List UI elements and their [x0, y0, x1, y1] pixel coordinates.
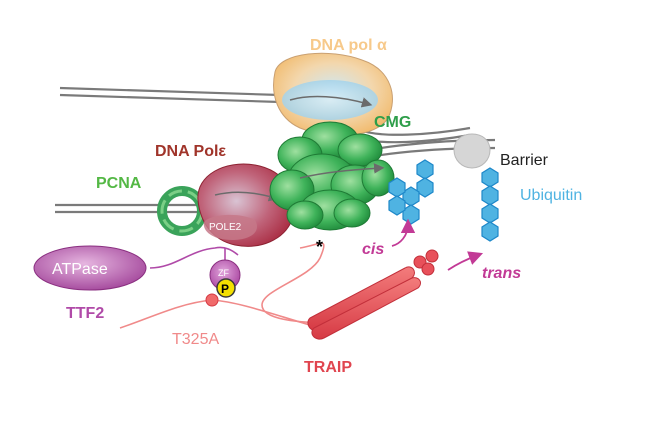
cmg-label: CMG	[374, 114, 411, 131]
dna-pol-epsilon	[197, 163, 295, 247]
pcna-label: PCNA	[96, 175, 142, 192]
t325a-site	[205, 293, 219, 307]
ubiquitin-label: Ubiquitin	[520, 187, 582, 204]
phospho-site	[216, 278, 236, 298]
barrier	[453, 133, 491, 169]
phospho-label: P	[221, 282, 229, 296]
traip-ring-domains	[413, 249, 439, 276]
dna-pol-epsilon-label: DNA Polε	[155, 143, 226, 160]
atpase-domain	[33, 245, 147, 291]
barrier-label: Barrier	[500, 152, 549, 169]
traip	[119, 242, 439, 340]
cis-label: cis	[362, 241, 384, 258]
t325a-label: T325A	[172, 331, 219, 348]
trans-arrow	[447, 251, 484, 271]
asterisk-label: *	[316, 237, 323, 257]
ttf2	[33, 245, 241, 298]
dna-pol-alpha	[273, 52, 393, 136]
pole2-label: POLE2	[209, 222, 242, 233]
ubiquitin-chain-trans	[481, 167, 499, 242]
cis-arrow	[391, 218, 416, 247]
ttf2-label: TTF2	[66, 305, 104, 322]
atpase-label: ATPase	[52, 261, 108, 278]
trans-label: trans	[482, 265, 521, 282]
zf-label: ZF	[218, 268, 229, 278]
dna-pol-alpha-label: DNA pol α	[310, 37, 387, 54]
cmg-helicase	[269, 121, 395, 231]
ubiquitin-chain-cis	[388, 159, 434, 225]
cmg-dna-arrow	[299, 163, 385, 179]
traip-label: TRAIP	[304, 359, 352, 376]
traip-coiled-coil	[307, 266, 421, 340]
traip-linker	[261, 242, 325, 324]
pole2-subunit	[203, 214, 258, 240]
